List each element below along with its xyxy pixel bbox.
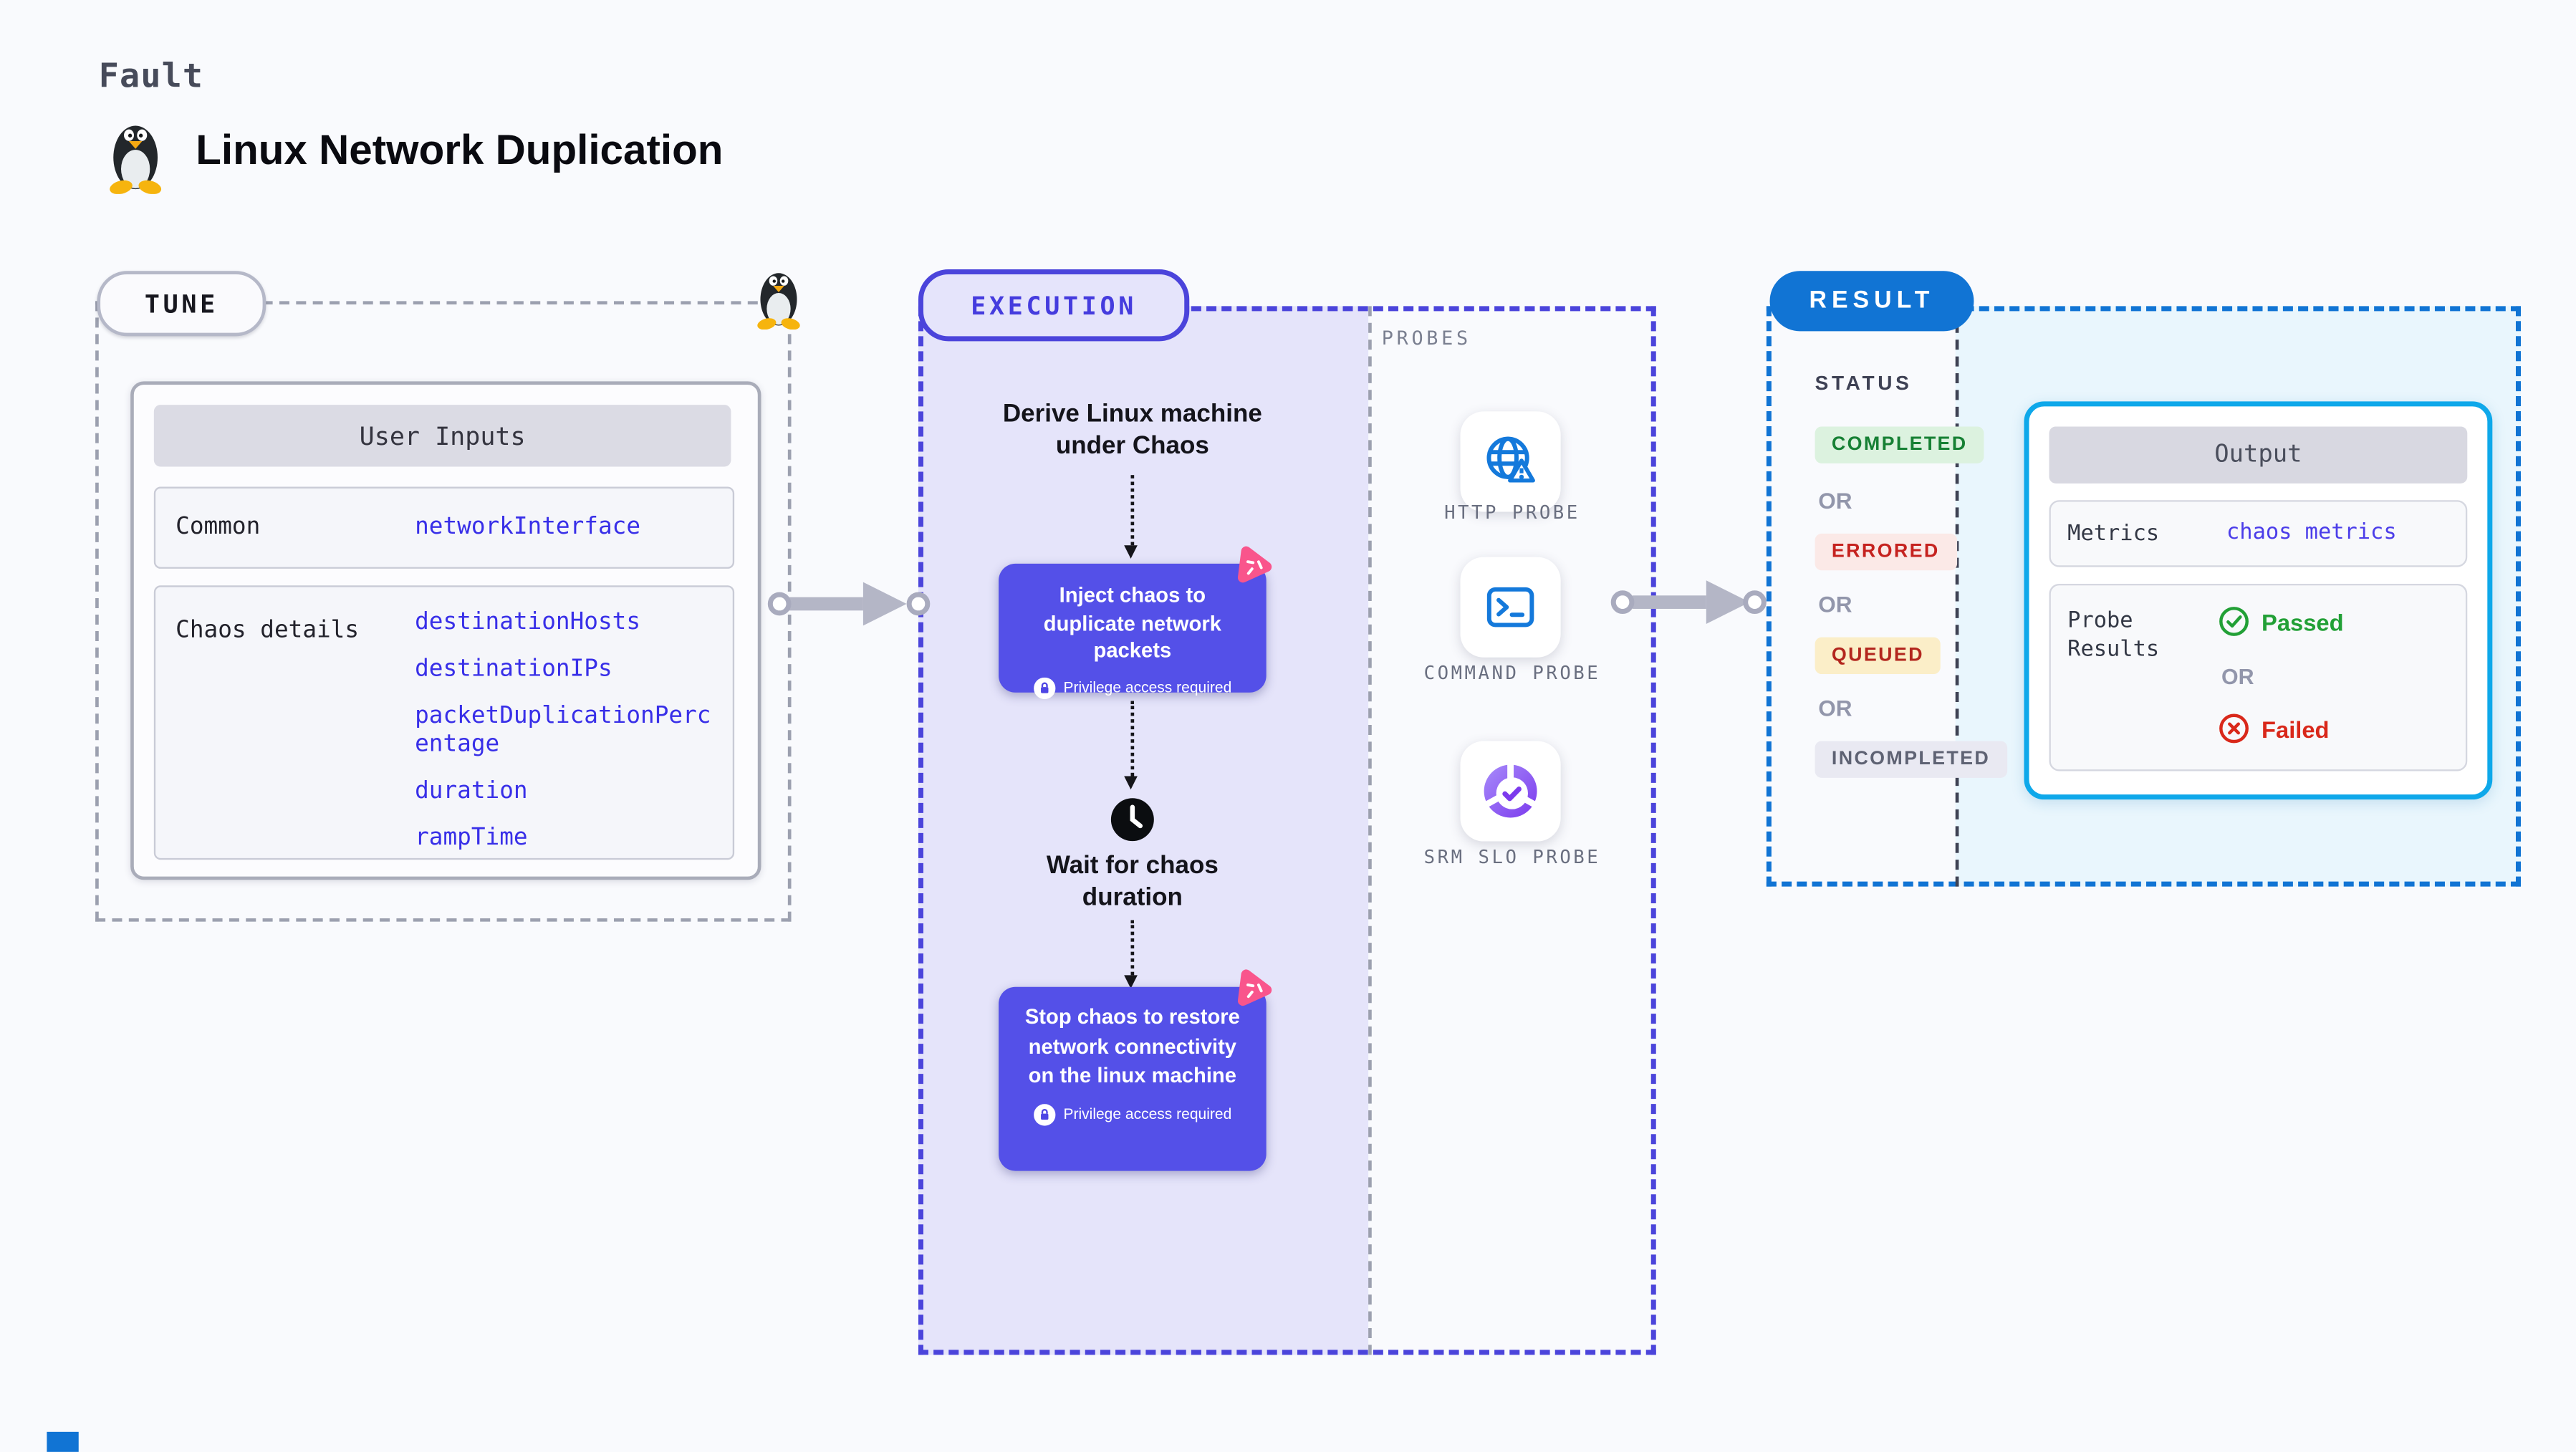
or-separator: OR [1818, 488, 1852, 514]
probe-passed-indicator: Passed [2218, 605, 2344, 637]
stop-chaos-node[interactable]: Stop chaos to restore network connectivi… [999, 986, 1267, 1171]
http-probe-card[interactable] [1460, 411, 1561, 512]
or-separator: OR [1818, 592, 1852, 617]
globe-alert-icon [1486, 436, 1535, 483]
inject-chaos-node[interactable]: Inject chaos to duplicate network packet… [999, 563, 1267, 698]
http-probe-label: HTTP PROBE [1444, 501, 1580, 524]
step-connector [1130, 920, 1135, 976]
command-probe-card[interactable] [1460, 557, 1561, 658]
step-connector [1130, 475, 1135, 546]
connector-dot [1743, 590, 1767, 614]
flow-arrow [1633, 595, 1706, 609]
privilege-note: Privilege access required [1063, 1105, 1232, 1122]
wait-step-text: Wait for chaos duration [1046, 851, 1219, 912]
tune-section-outline [95, 301, 792, 922]
output-title: Output [2049, 426, 2468, 484]
probe-results-row: Probe Results Passed OR Failed [2049, 583, 2468, 771]
status-badge-incompleted: INCOMPLETED [1815, 741, 2007, 778]
privilege-note: Privilege access required [1063, 679, 1232, 696]
or-separator: OR [1818, 696, 1852, 721]
lock-icon [1033, 1102, 1055, 1125]
srm-slo-probe-card[interactable] [1460, 741, 1561, 842]
or-separator: OR [2221, 664, 2254, 690]
x-circle-icon [2219, 713, 2249, 744]
common-label: Common [176, 513, 261, 541]
chaos-details-label: Chaos details [176, 617, 360, 645]
srm-slo-probe-label: SRM SLO PROBE [1423, 846, 1601, 868]
flow-arrow [786, 597, 863, 611]
connector-dot [1610, 590, 1635, 614]
input-duration[interactable]: duration [415, 777, 528, 805]
execution-badge: EXECUTION [918, 269, 1190, 342]
scroll-artifact [47, 1431, 79, 1452]
tux-linux-icon [757, 273, 800, 330]
derive-step-text: Derive Linux machine under Chaos [1002, 400, 1262, 461]
user-inputs-title: User Inputs [153, 405, 731, 467]
step-connector [1130, 701, 1135, 777]
user-inputs-card: User Inputs Common networkInterface Chao… [130, 381, 761, 880]
inject-chaos-text: Inject chaos to duplicate network packet… [1043, 583, 1221, 663]
status-badge-completed: COMPLETED [1815, 426, 1984, 463]
probe-results-label: Probe [2067, 608, 2133, 635]
input-destination-hosts[interactable]: destinationHosts [415, 608, 641, 636]
execution-section-outline [918, 306, 1656, 1355]
command-probe-label: COMMAND PROBE [1423, 662, 1601, 685]
status-output-divider [1955, 306, 1959, 887]
probe-failed-indicator: Failed [2218, 713, 2330, 744]
result-badge: RESULT [1769, 271, 1974, 332]
status-title: STATUS [1815, 371, 1913, 395]
input-packet-duplication-percentage[interactable]: packetDuplicationPercentage [415, 702, 711, 758]
input-network-interface[interactable]: networkInterface [415, 513, 641, 541]
metrics-row: Metrics chaos metrics [2049, 500, 2468, 567]
flow-arrowhead [862, 582, 907, 626]
flow-arrowhead [1706, 580, 1750, 624]
lock-icon [1033, 676, 1055, 698]
metrics-label: Metrics [2067, 521, 2160, 547]
probe-results-label: Results [2067, 637, 2160, 663]
probes-title: PROBES [1381, 326, 1471, 350]
tux-linux-icon [110, 125, 162, 194]
step-connector-arrowhead [1124, 545, 1138, 559]
failed-label: Failed [2262, 715, 2330, 742]
fault-eyebrow: Fault [98, 55, 204, 96]
connector-dot [767, 592, 792, 616]
tune-badge: TUNE [97, 271, 266, 337]
output-card: Output Metrics chaos metrics Probe Resul… [2024, 401, 2493, 800]
step-connector-arrowhead [1124, 776, 1138, 790]
input-destination-ips[interactable]: destinationIPs [415, 655, 612, 683]
step-connector-arrowhead [1124, 975, 1138, 989]
input-ramp-time[interactable]: rampTime [415, 824, 528, 852]
passed-label: Passed [2262, 607, 2344, 635]
result-section-outline [1766, 306, 2521, 887]
common-inputs-row: Common networkInterface [153, 486, 735, 569]
status-badge-errored: ERRORED [1815, 533, 1956, 571]
chaos-details-row: Chaos details destinationHosts destinati… [153, 585, 735, 860]
clock-icon [1110, 798, 1154, 842]
check-circle-icon [2219, 607, 2249, 636]
page-title: Linux Network Duplication [196, 127, 724, 174]
probes-panel [1368, 306, 1656, 1355]
chaos-fault-icon [1238, 969, 1272, 1006]
status-badge-queued: QUEUED [1815, 637, 1941, 675]
chaos-metrics-link[interactable]: chaos metrics [2226, 520, 2397, 546]
slo-donut-icon [1483, 761, 1538, 818]
connector-dot [906, 592, 931, 616]
chaos-fault-icon [1238, 546, 1272, 583]
terminal-icon [1486, 587, 1534, 628]
stop-chaos-text: Stop chaos to restore network connectivi… [1024, 1005, 1240, 1087]
